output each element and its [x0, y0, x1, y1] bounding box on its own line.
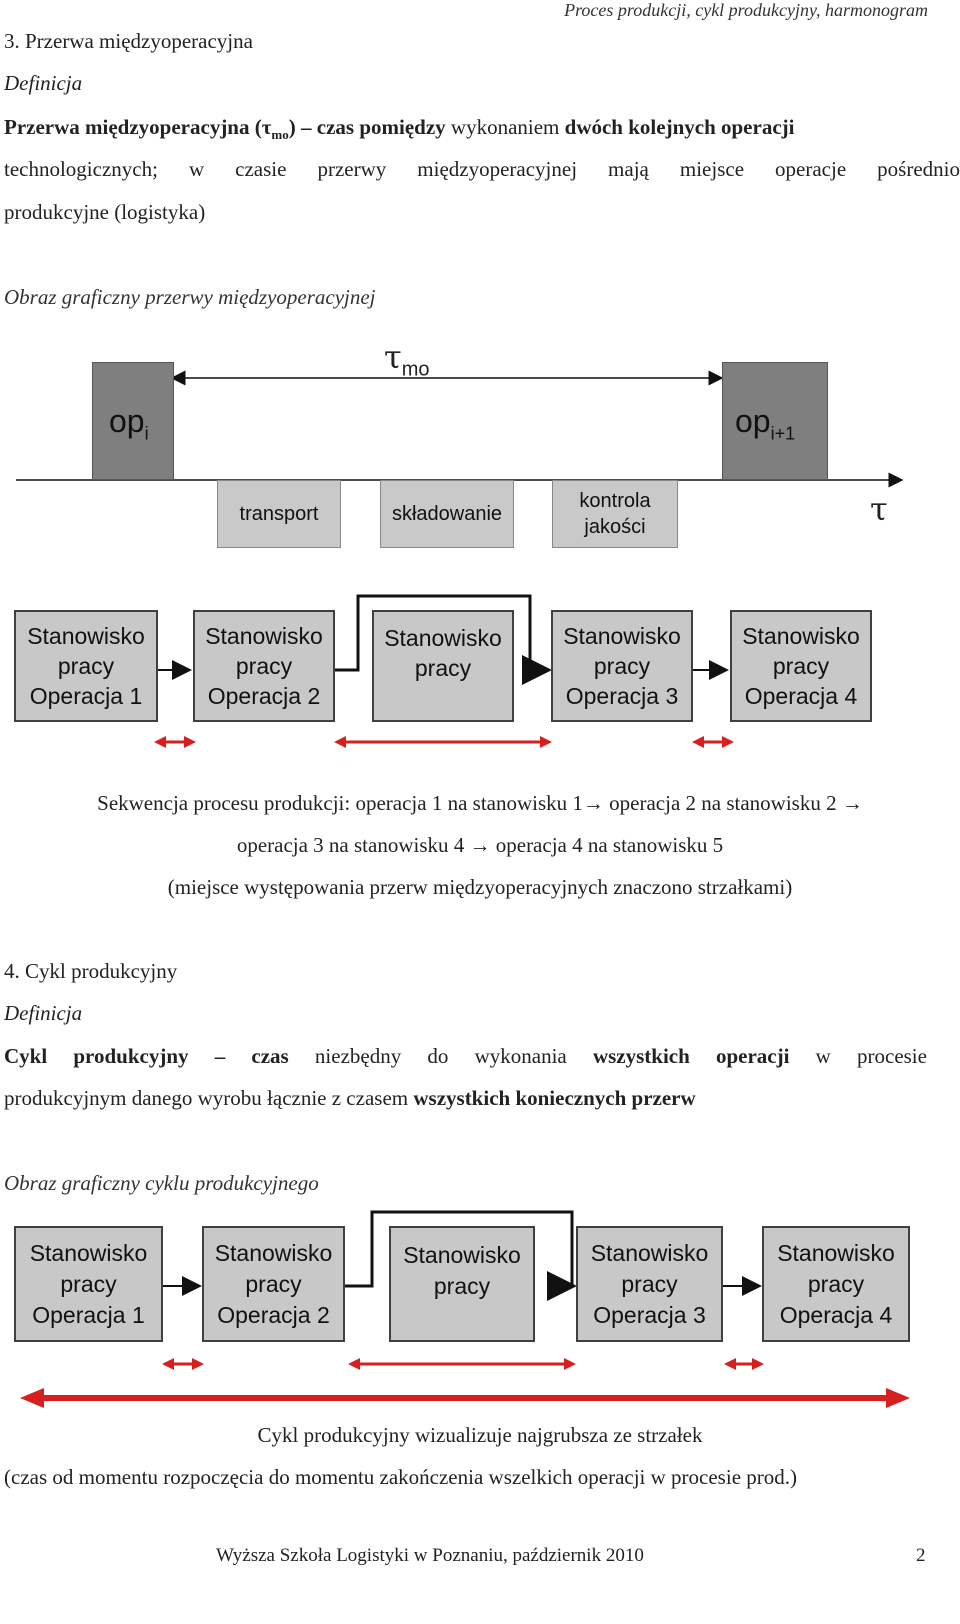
ws-line2: pracy	[807, 1270, 865, 1297]
ws-line2: pracy	[433, 1273, 491, 1299]
ws-line2: pracy	[414, 655, 472, 681]
w-do: do	[427, 1044, 449, 1068]
ws-line3: Operacja 1	[29, 683, 143, 709]
red-arrow-head	[154, 736, 166, 748]
op-text: op	[735, 403, 771, 439]
cycle-dash: –	[214, 1044, 226, 1068]
cycle-czas: czas	[251, 1044, 289, 1068]
footer-text: Wyższa Szkoła Logistyki w Poznaniu, paźd…	[216, 1545, 644, 1566]
section-4-definition-line1: Cykl produkcyjny – czas niezbędny do wyk…	[4, 1045, 927, 1067]
running-header: Proces produkcji, cykl produkcyjny, harm…	[564, 0, 928, 20]
cycle-term: Cykl	[4, 1044, 48, 1068]
w-procesie: procesie	[857, 1044, 927, 1068]
ws-line1: Stanowisko	[214, 1239, 333, 1266]
tau-symbol: τ	[384, 338, 402, 376]
section-3-definition-line1: Przerwa międzyoperacyjna (τmo) – czas po…	[4, 116, 794, 146]
cycle-term-2: produkcyjny	[73, 1044, 189, 1068]
flow-arrow-2-4	[335, 594, 552, 685]
def-bold-ops: dwóch kolejnych operacji	[564, 115, 795, 139]
section-3-definition-label: Definicja	[4, 71, 83, 95]
def-term-sub: mo	[271, 127, 289, 143]
ws-line2: pracy	[593, 653, 651, 679]
ws-line3: Operacja 2	[217, 1301, 330, 1328]
tau-mo-label: τmo	[384, 338, 430, 381]
axis-tau-label: τ	[870, 490, 888, 528]
cycle-caption-1: Cykl produkcyjny wizualizuje najgrubsza …	[257, 1423, 703, 1447]
page-number: 2	[916, 1545, 926, 1566]
workstation-b-3: Stanowisko pracy	[389, 1226, 535, 1342]
ws-line2: pracy	[621, 1270, 678, 1297]
def-term: Przerwa międzyoperacyjna (τ	[4, 115, 272, 139]
op-text: op	[109, 403, 145, 439]
ws-line1: Stanowisko	[777, 1239, 895, 1266]
section-4-definition-label: Definicja	[4, 1001, 83, 1025]
section-4-heading: 4. Cykl produkcyjny	[4, 959, 178, 983]
ws-line2: pracy	[772, 653, 830, 679]
ws-line1: Stanowisko	[563, 623, 681, 649]
flow-arrow-b-2-4	[345, 1210, 577, 1301]
w-wykonania: wykonania	[474, 1044, 567, 1068]
ws-line3: Operacja 3	[593, 1301, 706, 1328]
w-wszystkich: wszystkich	[592, 1044, 690, 1068]
op-i-sub: i	[144, 423, 149, 444]
def-normal: wykonaniem	[445, 115, 565, 139]
section-3-definition-line2: technologicznych; w czasie przerwy międz…	[4, 157, 960, 181]
ws-line1: Stanowisko	[27, 623, 145, 649]
ws-line1: Stanowisko	[590, 1239, 709, 1266]
w-w: w	[815, 1044, 831, 1068]
op-next-box: opi+1	[722, 362, 828, 480]
w-operacji: operacji	[715, 1044, 790, 1068]
def2-bold: wszystkich koniecznych przerw	[413, 1086, 696, 1110]
graph-label-1: Obraz graficzny przerwy międzyoperacyjne…	[4, 285, 376, 309]
sequence-line-3: (miejsce występowania przerw międzyopera…	[167, 875, 793, 899]
ws-line3: Operacja 2	[207, 683, 321, 709]
section-3-definition-line3: produkcyjne (logistyka)	[4, 200, 206, 224]
ws-line2: pracy	[60, 1270, 117, 1297]
activity-transport: transport	[217, 480, 341, 548]
ws-line3: Operacja 4	[779, 1301, 893, 1328]
section-3-heading: 3. Przerwa międzyoperacyjna	[4, 29, 253, 53]
op-next-label: opi+1	[735, 403, 795, 444]
ws-line1: Stanowisko	[29, 1239, 148, 1266]
ws-line1: Stanowisko	[384, 625, 502, 651]
ws-line2: pracy	[235, 653, 293, 679]
cycle-caption-2: (czas od momentu rozpoczęcia do momentu …	[4, 1465, 797, 1489]
def-term-rest: ) – czas pomiędzy	[288, 115, 446, 139]
sequence-line-1: Sekwencja procesu produkcji: operacja 1 …	[97, 791, 863, 815]
ws-line3: Operacja 3	[565, 683, 679, 709]
w-niezbedny: niezbędny	[314, 1044, 402, 1068]
op-i-box: opi	[92, 362, 174, 480]
section-4-definition-line2: produkcyjnym danego wyrobu łącznie z cza…	[4, 1087, 696, 1109]
workstation-3: Stanowisko pracy	[372, 610, 514, 722]
op-i-label: opi	[109, 403, 149, 444]
ws-line3: Operacja 1	[32, 1301, 145, 1328]
activity-storage: składowanie	[380, 480, 514, 548]
activity-quality-control: kontrola jakości	[552, 480, 678, 548]
ws-line1: Stanowisko	[205, 623, 323, 649]
ws-line3: Operacja 4	[744, 683, 858, 709]
sequence-line-2: operacja 3 na stanowisku 4 → operacja 4 …	[236, 833, 724, 857]
tau-sub: mo	[401, 358, 430, 381]
ws-line1: Stanowisko	[403, 1242, 521, 1268]
ws-line2: pracy	[57, 653, 115, 679]
ws-line1: Stanowisko	[742, 623, 860, 649]
graph-label-2: Obraz graficzny cyklu produkcyjnego	[4, 1171, 319, 1195]
def2-normal: produkcyjnym danego wyrobu łącznie z cza…	[4, 1086, 414, 1110]
ws-line2: pracy	[245, 1270, 302, 1297]
op-next-sub: i+1	[770, 423, 796, 444]
